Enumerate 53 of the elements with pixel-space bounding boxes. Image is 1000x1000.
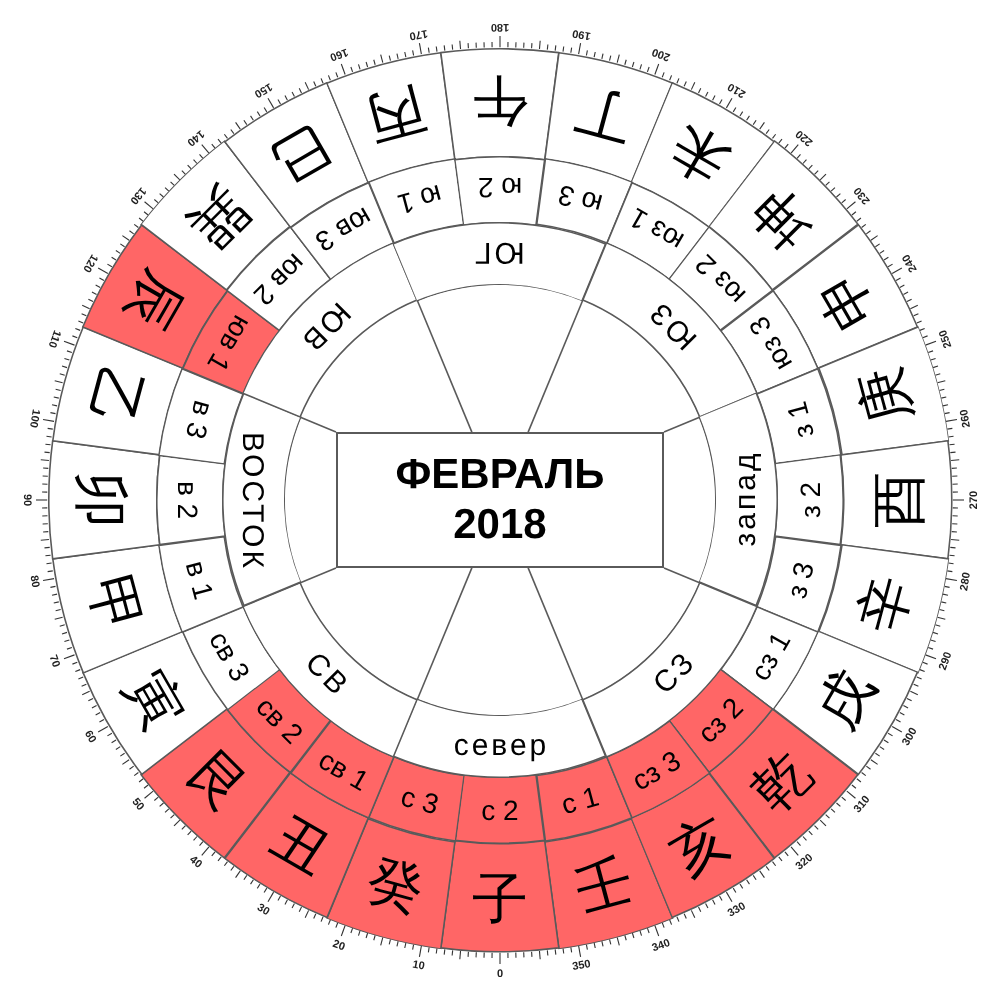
character-label: 辛 (852, 569, 921, 638)
sector-label: юв 1 (203, 311, 258, 378)
sector-label: з 1 (782, 398, 819, 441)
character-label: 子 (471, 871, 528, 928)
character-label: 丁 (569, 79, 638, 148)
sector-label: св 3 (205, 625, 256, 686)
sector-label: сз 1 (744, 626, 794, 685)
character-label: 庚 (852, 362, 921, 431)
character-label: 戌 (808, 661, 885, 739)
direction-label: ЮГ (472, 237, 527, 268)
character-label: 未 (661, 115, 739, 192)
ring-sector (392, 698, 608, 779)
character-label: 丙 (362, 79, 431, 148)
sector-label: юв 3 (311, 203, 378, 258)
direction-label: ВОСТОК (237, 430, 268, 571)
ring-sector (158, 367, 244, 465)
character-label: 丑 (261, 808, 339, 885)
sector-label: в 2 (174, 480, 203, 520)
sector-label: ю 3 (555, 180, 606, 219)
sector-label: в 1 (181, 558, 219, 603)
ring-sector (158, 535, 244, 633)
sector-label: сз 3 (626, 744, 685, 794)
character-label: 乙 (79, 362, 148, 431)
character-label: 午 (471, 71, 528, 128)
sector-label: юз 3 (742, 312, 796, 377)
date-label: ФЕВРАЛЬ 2018 (395, 449, 605, 550)
center-box (336, 432, 664, 568)
character-label: 艮 (177, 743, 257, 823)
direction-label: запад (731, 450, 762, 550)
sector-label: з 2 (796, 481, 825, 519)
direction-label: север (451, 731, 550, 762)
sector-label: св 1 (314, 744, 375, 795)
ring-sector (367, 158, 465, 244)
character-label: 乾 (743, 743, 823, 823)
sector-label: ю 1 (394, 180, 445, 219)
character-label: 甲 (79, 569, 148, 638)
character-label: 申 (808, 261, 885, 339)
character-label: 巳 (261, 115, 339, 192)
sector-label: с 2 (481, 796, 519, 825)
sector-label: с 3 (397, 782, 442, 819)
character-label: 辰 (115, 261, 192, 339)
sector-label: в 3 (181, 397, 219, 442)
sector-label: юз 1 (623, 204, 688, 258)
character-label: 酉 (871, 471, 928, 528)
sector-label: з 3 (782, 559, 819, 602)
character-label: 癸 (362, 852, 431, 921)
sector-label: с 1 (558, 782, 603, 819)
sector-label: ю 2 (477, 174, 523, 203)
character-label: 亥 (661, 808, 739, 885)
ring-sector (535, 158, 633, 244)
character-label: 卯 (71, 471, 128, 528)
character-label: 壬 (569, 852, 638, 921)
character-label: 寅 (115, 661, 192, 739)
